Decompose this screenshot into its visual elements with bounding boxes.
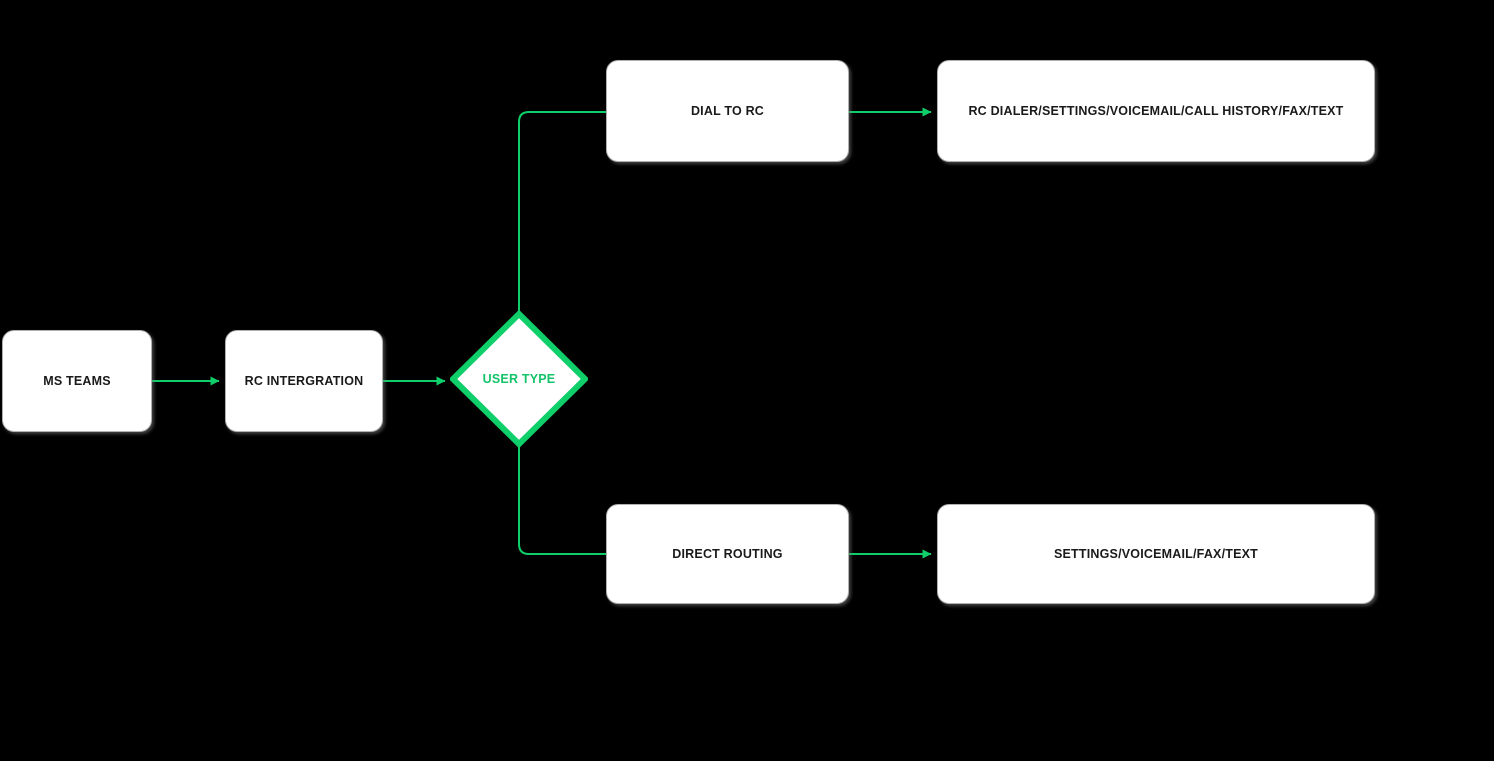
node-settings-features-label: SETTINGS/VOICEMAIL/FAX/TEXT xyxy=(1053,546,1259,561)
node-user-type-decision[interactable]: USER TYPE xyxy=(450,311,588,447)
node-dial-to-rc[interactable]: DIAL TO RC xyxy=(606,60,849,162)
node-rc-intergration-label: RC INTERGRATION xyxy=(244,373,364,388)
node-user-type-label: USER TYPE xyxy=(482,372,556,386)
diamond-shape xyxy=(450,311,588,447)
node-ms-teams[interactable]: MS TEAMS xyxy=(2,330,152,432)
node-dial-to-rc-label: DIAL TO RC xyxy=(690,103,765,118)
node-rc-intergration[interactable]: RC INTERGRATION xyxy=(225,330,383,432)
node-direct-routing[interactable]: DIRECT ROUTING xyxy=(606,504,849,604)
node-rc-dialer-features[interactable]: RC DIALER/SETTINGS/VOICEMAIL/CALL HISTOR… xyxy=(937,60,1375,162)
node-ms-teams-label: MS TEAMS xyxy=(43,373,111,388)
node-rc-dialer-features-label: RC DIALER/SETTINGS/VOICEMAIL/CALL HISTOR… xyxy=(968,103,1344,118)
edge-usertype-to-dialtorc xyxy=(518,111,606,311)
edge-usertype-to-directrouting xyxy=(518,447,606,555)
node-direct-routing-label: DIRECT ROUTING xyxy=(672,546,783,561)
node-settings-features[interactable]: SETTINGS/VOICEMAIL/FAX/TEXT xyxy=(937,504,1375,604)
